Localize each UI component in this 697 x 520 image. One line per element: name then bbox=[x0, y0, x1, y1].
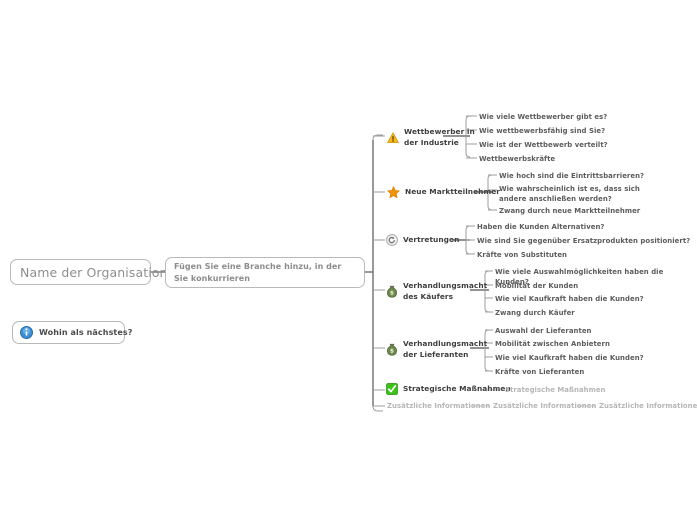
branch-verhandlungsmacht-lieferanten-label: Verhandlungsmacht der Lieferanten bbox=[403, 339, 488, 359]
svg-text:$: $ bbox=[390, 349, 394, 355]
root-node[interactable]: Name der Organisation bbox=[10, 259, 167, 285]
warning-triangle-icon bbox=[387, 132, 399, 144]
next-step-note[interactable]: Wohin als nächstes? bbox=[12, 321, 132, 344]
star-icon bbox=[387, 186, 400, 199]
branch-wettbewerber[interactable]: Wettbewerber in der Industrie bbox=[387, 127, 475, 148]
leaf-item[interactable]: Wie hoch sind die Eintrittsbarrieren? bbox=[499, 172, 645, 180]
leaf-item[interactable]: Wie sind Sie gegenüber Ersatzprodukten p… bbox=[477, 237, 691, 245]
branch-wettbewerber-label: Wettbewerber in der Industrie bbox=[404, 127, 475, 147]
leaf-item[interactable]: Kräfte von Substituten bbox=[477, 251, 568, 259]
leaf-item[interactable]: Wie viel Kaufkraft haben die Kunden? bbox=[495, 354, 644, 362]
branch-strategische-massnahmen[interactable]: Strategische Maßnahmen bbox=[386, 383, 511, 395]
leaf-item[interactable]: Wie wahrscheinlich ist es, dass sich and… bbox=[499, 185, 640, 203]
strategische-massnahmen-repeat[interactable]: Strategische Maßnahmen bbox=[505, 386, 606, 394]
leaf-item[interactable]: Mobilität der Kunden bbox=[495, 282, 579, 290]
branch-neue-marktteilnehmer[interactable]: Neue Marktteilnehmer bbox=[387, 186, 500, 199]
branch-verhandlungsmacht-lieferanten[interactable]: $ Verhandlungsmacht der Lieferanten bbox=[386, 339, 487, 360]
svg-text:$: $ bbox=[390, 291, 394, 297]
footer-item[interactable]: Zusätzliche Informationen bbox=[387, 402, 491, 410]
branch-verhandlungsmacht-kaeufer-label: Verhandlungsmacht des Käufers bbox=[403, 281, 488, 301]
branch-verhandlungsmacht-kaeufer[interactable]: $ Verhandlungsmacht des Käufers bbox=[386, 281, 487, 302]
recycle-circle-icon bbox=[386, 234, 398, 246]
leaf-item[interactable]: Wettbewerbskräfte bbox=[479, 155, 556, 163]
branch-neue-marktteilnehmer-label: Neue Marktteilnehmer bbox=[405, 187, 500, 197]
leaf-item[interactable]: Kräfte von Lieferanten bbox=[495, 368, 585, 376]
industry-topic-node[interactable]: Fügen Sie eine Branche hinzu, in der Sie… bbox=[165, 257, 365, 288]
root-node-label: Name der Organisation bbox=[20, 264, 168, 280]
leaf-item[interactable]: Zwang durch neue Marktteilnehmer bbox=[499, 207, 641, 215]
leaf-item[interactable]: Auswahl der Lieferanten bbox=[495, 327, 592, 335]
branch-strategische-massnahmen-label: Strategische Maßnahmen bbox=[403, 383, 511, 393]
green-check-icon bbox=[386, 383, 398, 395]
next-step-note-label: Wohin als nächstes? bbox=[39, 328, 133, 337]
leaf-item[interactable]: Wie viele Auswahlmöglichkeiten haben die… bbox=[495, 268, 664, 286]
leaf-item[interactable]: Mobilität zwischen Anbietern bbox=[495, 340, 610, 348]
branch-vertretungen-label: Vertretungen bbox=[403, 234, 460, 244]
leaf-item[interactable]: Wie ist der Wettbewerb verteilt? bbox=[479, 141, 608, 149]
footer-item[interactable]: Zusätzliche Informationen bbox=[599, 402, 697, 410]
leaf-item[interactable]: Wie viel Kaufkraft haben die Kunden? bbox=[495, 295, 644, 303]
leaf-item[interactable]: Zwang durch Käufer bbox=[495, 309, 575, 317]
leaf-item[interactable]: Haben die Kunden Alternativen? bbox=[477, 223, 605, 231]
money-bag-icon: $ bbox=[386, 285, 398, 298]
money-bag-icon: $ bbox=[386, 343, 398, 356]
leaf-item[interactable]: Wie wettbewerbsfähig sind Sie? bbox=[479, 127, 606, 135]
info-icon bbox=[20, 326, 33, 339]
leaf-item[interactable]: Wie viele Wettbewerber gibt es? bbox=[479, 113, 608, 121]
branch-vertretungen[interactable]: Vertretungen bbox=[386, 234, 459, 246]
industry-topic-label: Fügen Sie eine Branche hinzu, in der Sie… bbox=[174, 261, 342, 283]
footer-item[interactable]: Zusätzliche Informationen bbox=[493, 402, 597, 410]
